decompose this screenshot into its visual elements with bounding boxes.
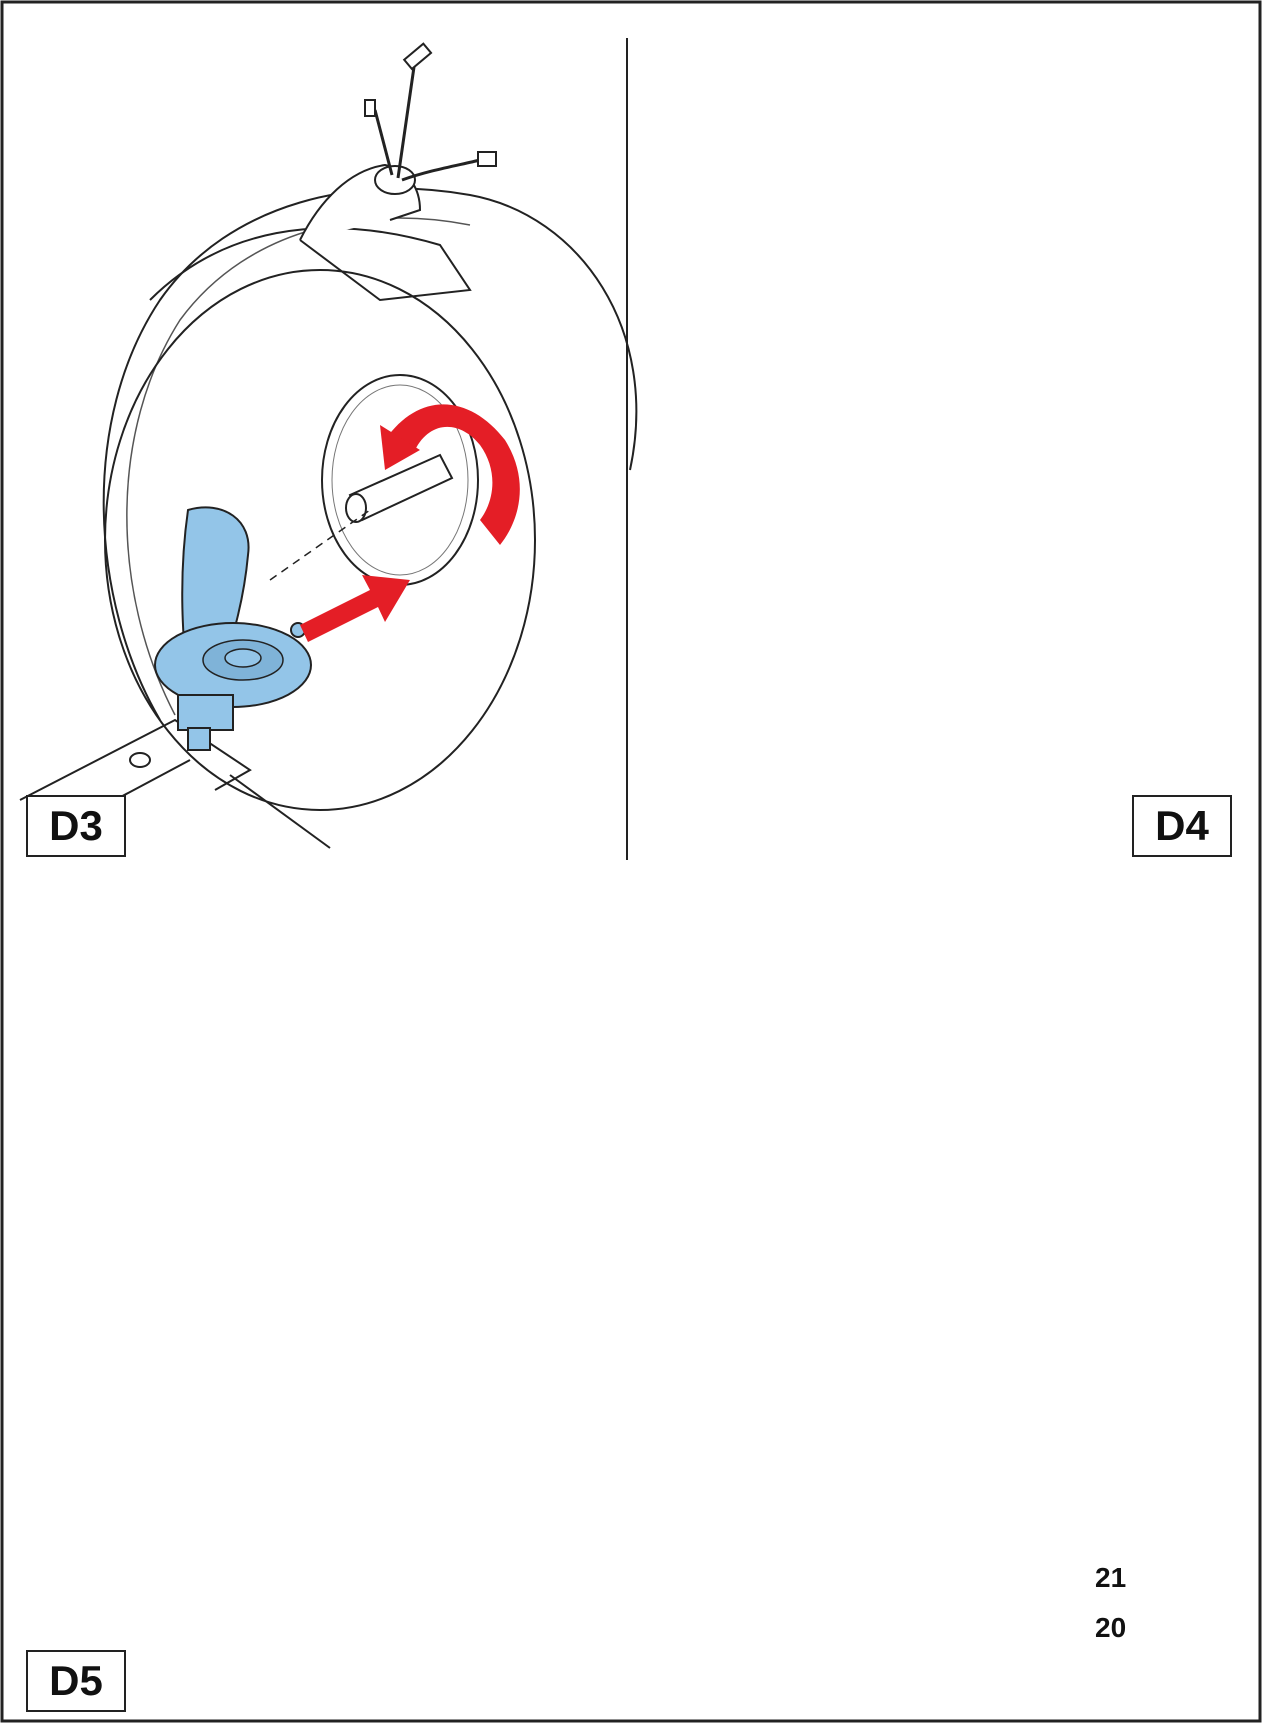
step-label-d5: D5 [26,1650,126,1712]
step-label-d4: D4 [1132,795,1232,857]
step-label-d3: D3 [26,795,126,857]
panel-d3-illustration [19,42,638,849]
callout-washer: 21 [1095,1562,1127,1593]
callout-screw: 20 [1095,1612,1127,1643]
